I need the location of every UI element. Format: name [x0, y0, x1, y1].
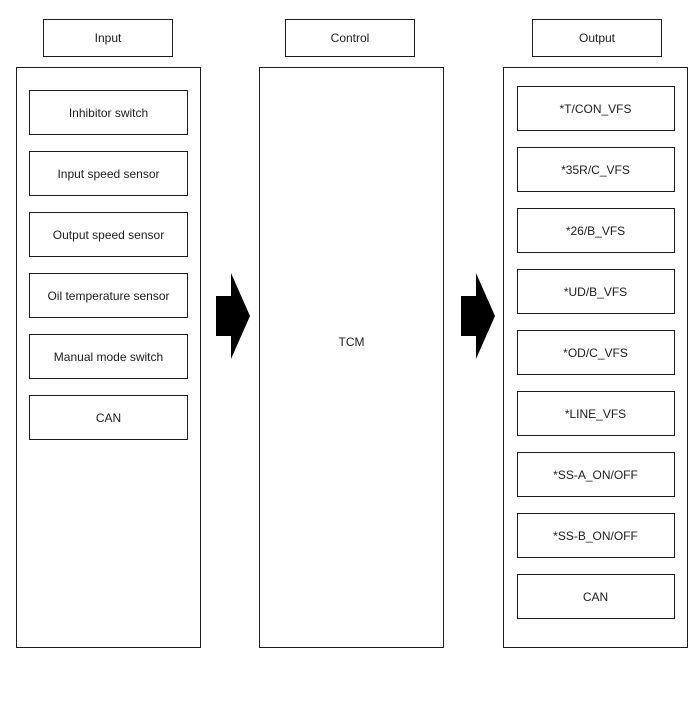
output-header-label: Output: [578, 31, 616, 45]
input-item-label: Inhibitor switch: [68, 105, 149, 120]
input-item-label: Manual mode switch: [53, 349, 164, 364]
tcm-label: TCM: [338, 335, 365, 349]
output-item-label: *LINE_VFS: [564, 406, 627, 421]
output-item-label: *UD/B_VFS: [563, 284, 628, 299]
output-item-box: *SS-B_ON/OFF: [516, 513, 675, 558]
output-container: *T/CON_VFS *35R/C_VFS *26/B_VFS *UD/B_VFS *O…: [503, 67, 688, 648]
input-header-box: Input: [43, 19, 173, 57]
right-arrow-icon: [216, 273, 250, 359]
output-item-box: *26/B_VFS: [516, 208, 675, 253]
input-item-box: Input speed sensor: [29, 151, 188, 196]
right-arrow-icon: [461, 273, 495, 359]
output-item-label: *26/B_VFS: [565, 223, 626, 238]
output-item-label: *SS-A_ON/OFF: [553, 467, 638, 482]
input-item-label: CAN: [95, 410, 122, 425]
output-item-box: *OD/C_VFS: [516, 330, 675, 375]
control-header-box: Control: [285, 19, 415, 57]
input-item-box: Output speed sensor: [29, 212, 188, 257]
input-item-label: Oil temperature sensor: [47, 288, 170, 303]
output-item-label: *T/CON_VFS: [559, 101, 632, 116]
output-item-box: *35R/C_VFS: [516, 147, 675, 192]
output-item-box: *T/CON_VFS: [516, 86, 675, 131]
control-to-output-arrow: [461, 273, 495, 359]
output-item-box: *UD/B_VFS: [516, 269, 675, 314]
output-item-list: *T/CON_VFS *35R/C_VFS *26/B_VFS *UD/B_VFS *O…: [504, 68, 687, 619]
output-item-box: *SS-A_ON/OFF: [516, 452, 675, 497]
output-item-label: CAN: [582, 589, 609, 604]
input-item-label: Input speed sensor: [57, 166, 160, 181]
output-item-label: *SS-B_ON/OFF: [553, 528, 638, 543]
input-item-box: Oil temperature sensor: [29, 273, 188, 318]
input-header-label: Input: [94, 31, 122, 45]
output-item-box: CAN: [516, 574, 675, 619]
control-header-label: Control: [330, 31, 370, 45]
input-item-label: Output speed sensor: [52, 227, 165, 242]
input-to-control-arrow: [216, 273, 250, 359]
control-container: TCM: [259, 67, 444, 648]
output-item-label: *35R/C_VFS: [561, 162, 630, 177]
input-item-box: CAN: [29, 395, 188, 440]
input-item-box: Manual mode switch: [29, 334, 188, 379]
output-item-box: *LINE_VFS: [516, 391, 675, 436]
input-item-box: Inhibitor switch: [29, 90, 188, 135]
output-header-box: Output: [532, 19, 662, 57]
output-item-label: *OD/C_VFS: [563, 345, 628, 360]
